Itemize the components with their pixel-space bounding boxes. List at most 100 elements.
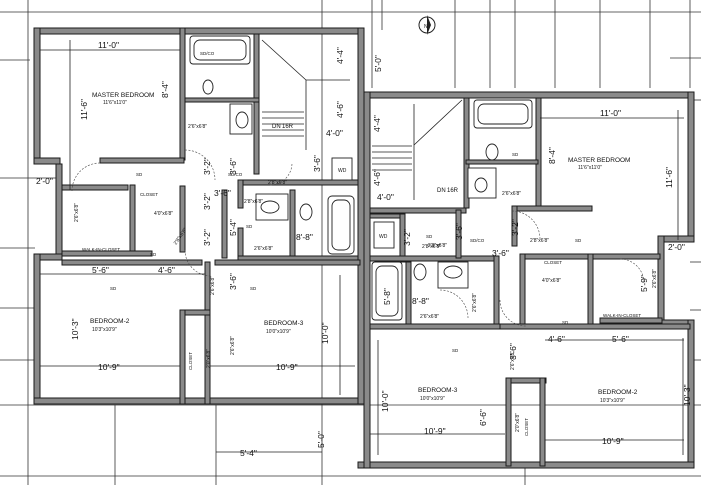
sd-left-b: SD bbox=[150, 252, 157, 257]
dn-count-left: 16R bbox=[282, 124, 294, 130]
dim-stair-width: 4'-0" bbox=[326, 128, 343, 138]
stairs-left bbox=[261, 39, 350, 150]
sd-left-e: SD bbox=[246, 224, 253, 229]
dim-bottom-height: 5'-0" bbox=[316, 431, 326, 448]
closet-left-a: CLOSET bbox=[140, 192, 158, 197]
dim-r-bed3-depth: 10'-0" bbox=[380, 390, 390, 412]
door-left-4: 2'6"x6'8" bbox=[254, 246, 273, 252]
sd-right-a: SD bbox=[575, 238, 582, 243]
dim-r-stair-run: 4'-6" bbox=[372, 169, 382, 186]
dim-hall-b: 3'-6" bbox=[228, 158, 238, 175]
dim-r-hall-e: 3'-6" bbox=[508, 343, 518, 360]
dim-stair-run: 4'-6" bbox=[335, 101, 345, 118]
closet-left-b: CLOSET bbox=[188, 352, 193, 370]
size-bed3-right: 10'0"x10'9" bbox=[420, 396, 445, 402]
door-right-5: 4'0"x6'8" bbox=[542, 278, 561, 284]
dim-hall-f: 3'-6" bbox=[228, 273, 238, 290]
dim-master-width: 11'-0" bbox=[98, 40, 119, 50]
size-bed2-left: 10'3"x10'9" bbox=[92, 327, 117, 333]
wd-left: WD bbox=[338, 168, 347, 174]
dim-r-closet-height: 8'-4" bbox=[547, 147, 557, 164]
dim-r-bed2-split-a: 4'-6" bbox=[548, 334, 565, 344]
room-bed3-right: BEDROOM-3 bbox=[418, 387, 458, 394]
dim-bed2-split-a: 5'-6" bbox=[92, 265, 109, 275]
dim-hall-h: 3'-2" bbox=[202, 229, 212, 246]
dim-r-stair-depth: 4'-4" bbox=[372, 115, 382, 132]
dim-bed3-width: 10'-9" bbox=[276, 362, 298, 372]
sdco-left-b: SD/CO bbox=[200, 51, 215, 56]
sd-right-c: SD bbox=[452, 348, 459, 353]
room-bed3-left: BEDROOM-3 bbox=[264, 320, 304, 327]
door-left-1: 2'6"x6'8" bbox=[188, 124, 207, 130]
door-right-3: 2'6"x6'8" bbox=[652, 269, 658, 288]
dim-r-hall-f: 5'-9" bbox=[639, 275, 649, 292]
size-bed2-right: 10'3"x10'9" bbox=[600, 398, 625, 404]
door-right-6: 2'6"x6'8" bbox=[510, 351, 516, 370]
door-left-3: 2'6"x6'8" bbox=[74, 203, 80, 222]
closet-right-a: CLOSET bbox=[544, 260, 562, 265]
door-left-5: 4'0"x6'8" bbox=[154, 211, 173, 217]
door-right-2: 2'8"x6'8" bbox=[422, 244, 441, 250]
stairs-right bbox=[372, 99, 463, 200]
dim-r-hall-c: 3'-6" bbox=[492, 248, 509, 258]
dim-bottom-offset: 5'-4" bbox=[240, 448, 257, 458]
dim-r-small: 6'-6" bbox=[478, 409, 488, 426]
dn-right: DN bbox=[437, 188, 446, 194]
dim-r-hall-b: 3'-6" bbox=[454, 223, 464, 240]
wic-right: WALK-IN-CLOSET bbox=[603, 313, 641, 318]
closet-right-b: CLOSET bbox=[524, 418, 529, 436]
dim-bed2-depth: 10'-3" bbox=[70, 318, 80, 340]
dim-r-master-depth: 11'-6" bbox=[664, 167, 674, 188]
dim-closet-height: 8'-4" bbox=[160, 81, 170, 98]
dim-hall-c: 3'-6" bbox=[312, 155, 322, 172]
sd-left-a: SD bbox=[136, 172, 143, 177]
size-master-right: 11'6"x11'0" bbox=[578, 165, 602, 171]
dim-bath-width: 8'-8" bbox=[296, 232, 313, 242]
room-master-right: MASTER BEDROOM bbox=[568, 157, 630, 164]
north-arrow-icon: N bbox=[418, 15, 436, 35]
dn-left: DN bbox=[272, 124, 281, 130]
dim-top-height: 5'-0" bbox=[373, 55, 383, 72]
dim-r-stair-width: 4'-0" bbox=[377, 192, 394, 202]
door-swings bbox=[71, 149, 645, 327]
dim-r-bed2-split-b: 5'-6" bbox=[612, 334, 629, 344]
right-unit-labels: 11'-0" 11'-6" 8'-4" 2'-0" 4'-4" 4'-0" 4'… bbox=[372, 108, 692, 446]
sd-left-c: SD bbox=[250, 286, 257, 291]
dimension-lines bbox=[40, 40, 684, 455]
dim-r-hall-g: 5'-8" bbox=[382, 288, 392, 305]
fixtures bbox=[189, 35, 533, 321]
dn-count-right: 16R bbox=[447, 188, 459, 194]
door-left-6: 2'6"x6'8" bbox=[210, 276, 216, 295]
dim-bed2-width: 10'-9" bbox=[98, 362, 120, 372]
left-unit-labels: 11'-0" 11'-6" 8'-4" 2'-0" 4'-4" 4'-0" 4'… bbox=[36, 40, 383, 458]
door-right-9: 2'6"x6'8" bbox=[472, 293, 478, 312]
room-master-left: MASTER BEDROOM bbox=[92, 92, 154, 99]
door-right-10: 2'0"x6'8" bbox=[515, 413, 521, 432]
dim-r-bed2-depth: 10'-3" bbox=[682, 384, 692, 406]
door-right-7: 2'8"x6'8" bbox=[530, 238, 549, 244]
size-master-left: 11'6"x11'0" bbox=[103, 100, 127, 106]
room-bed2-right: BEDROOM-2 bbox=[598, 389, 638, 396]
door-left-8: 2'8"x6'8" bbox=[244, 199, 263, 205]
dim-r-hall-a: 3'-2" bbox=[402, 229, 412, 246]
dim-hall-g: 5'-4" bbox=[228, 219, 238, 236]
north-label: N bbox=[424, 24, 428, 30]
room-bed2-left: BEDROOM-2 bbox=[90, 318, 130, 325]
dim-r-bed3-width: 10'-9" bbox=[424, 426, 446, 436]
dim-r-bump-out: 2'-0" bbox=[668, 242, 685, 252]
sd-left-d: SD bbox=[110, 286, 117, 291]
door-right-8: 2'8"x6'8" bbox=[428, 243, 447, 249]
dim-hall-d: 3'-6" bbox=[214, 188, 231, 198]
size-bed3-left: 10'0"x10'9" bbox=[266, 329, 291, 335]
sd-right-e: SD bbox=[512, 152, 519, 157]
door-left-10: 2'0"x6'8" bbox=[206, 349, 212, 368]
dim-master-depth: 11'-6" bbox=[79, 99, 89, 120]
left-unit-walls bbox=[33, 27, 365, 405]
dim-r-hall-d: 3'-2" bbox=[510, 219, 520, 236]
door-right-1: 2'6"x6'8" bbox=[502, 191, 521, 197]
door-left-9: 2'6"x6'8" bbox=[230, 336, 236, 355]
dim-bed2-split-b: 4'-6" bbox=[158, 265, 175, 275]
dim-bed3-depth: 10'-0" bbox=[320, 322, 330, 344]
